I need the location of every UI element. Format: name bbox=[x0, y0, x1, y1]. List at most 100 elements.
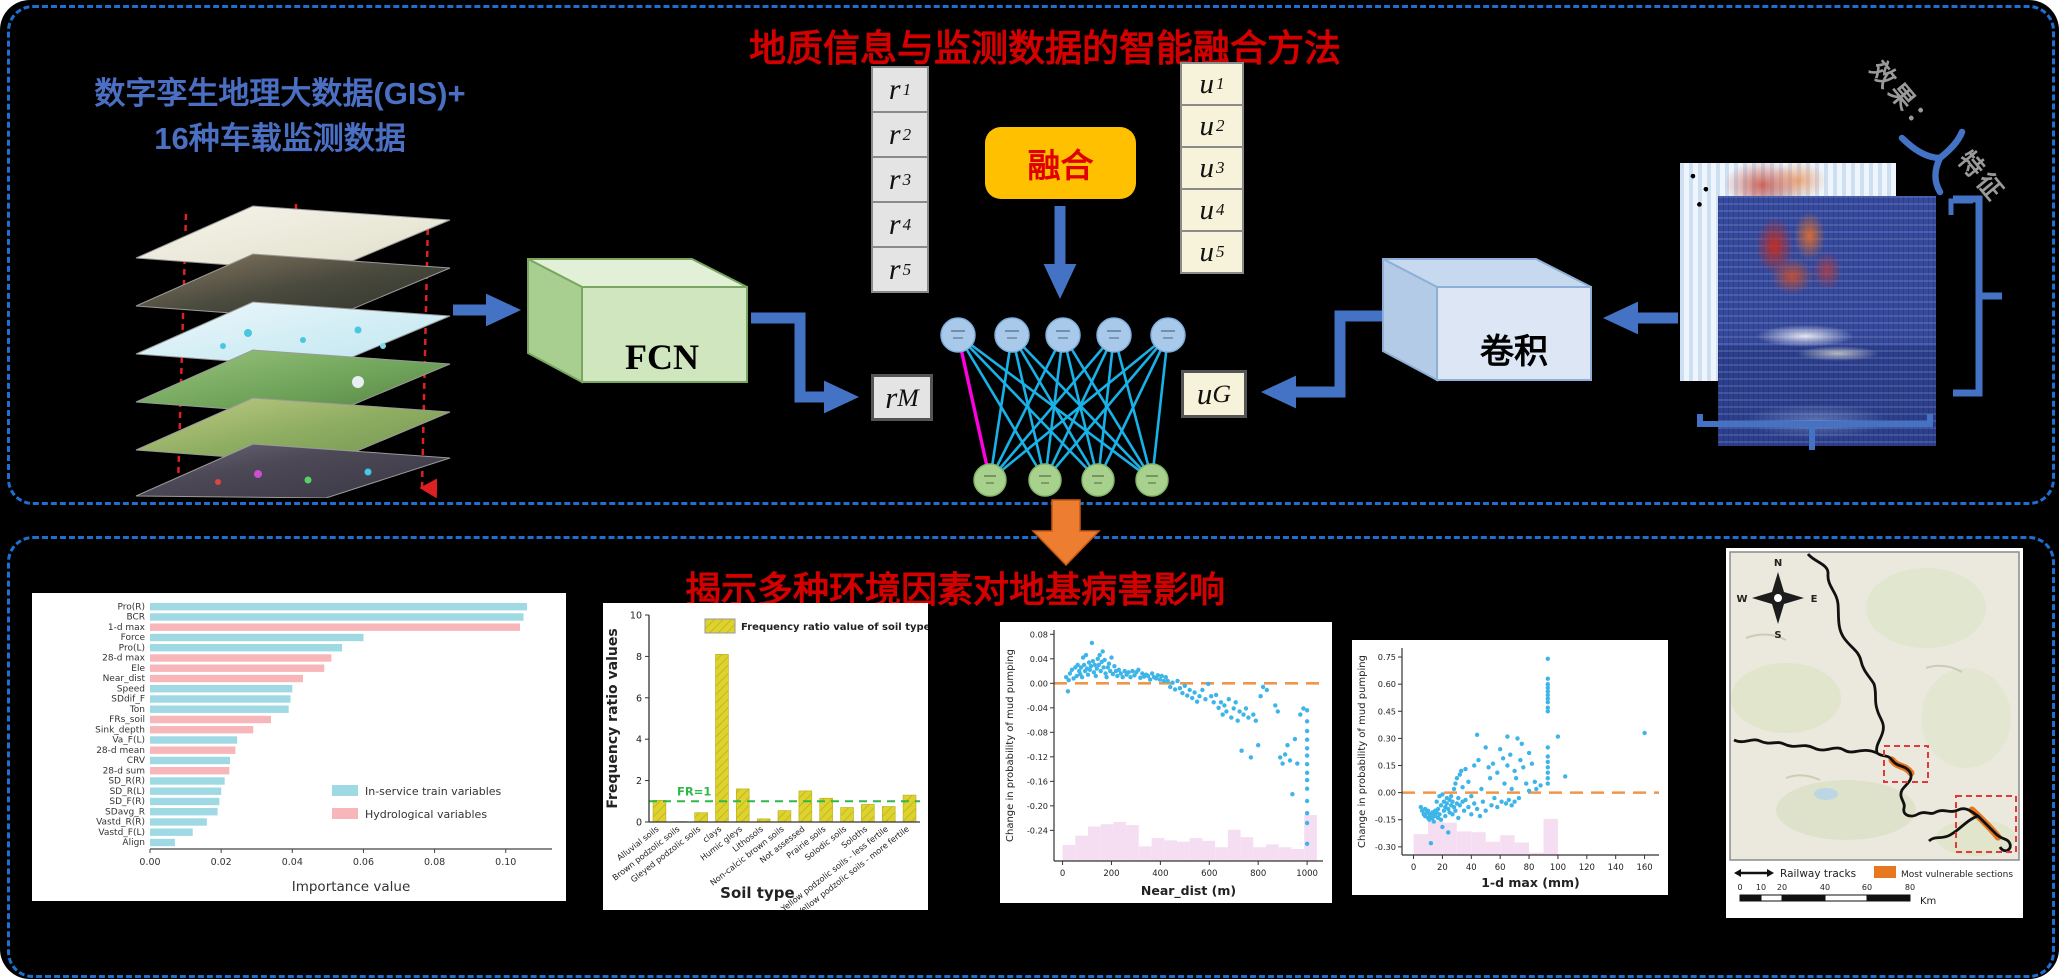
layer-speckles bbox=[215, 326, 386, 485]
svg-text:In-service train variables: In-service train variables bbox=[365, 785, 502, 798]
svg-text:Pro(L): Pro(L) bbox=[119, 643, 145, 653]
svg-text:Importance value: Importance value bbox=[292, 879, 411, 895]
svg-text:40: 40 bbox=[1466, 863, 1477, 873]
svg-text:8: 8 bbox=[636, 652, 642, 663]
svg-text:Va_F(L): Va_F(L) bbox=[112, 736, 145, 746]
svg-text:0.45: 0.45 bbox=[1378, 706, 1396, 716]
svg-text:40: 40 bbox=[1820, 883, 1830, 892]
svg-text:-0.08: -0.08 bbox=[1027, 727, 1048, 737]
svg-text:2: 2 bbox=[636, 776, 642, 787]
svg-text:0.02: 0.02 bbox=[211, 857, 232, 868]
svg-text:120: 120 bbox=[1579, 863, 1595, 873]
svg-text:SDdif_F: SDdif_F bbox=[111, 695, 145, 705]
svg-text:Near_dist: Near_dist bbox=[103, 674, 146, 684]
svg-text:-0.30: -0.30 bbox=[1375, 842, 1396, 852]
svg-text:0.00: 0.00 bbox=[1030, 678, 1048, 688]
svg-text:0.06: 0.06 bbox=[353, 857, 374, 868]
svg-text:E: E bbox=[1811, 594, 1818, 605]
svg-text:800: 800 bbox=[1250, 869, 1266, 879]
svg-text:0.00: 0.00 bbox=[139, 857, 160, 868]
svg-text:160: 160 bbox=[1636, 863, 1652, 873]
svg-text:0.08: 0.08 bbox=[424, 857, 445, 868]
near-dist-scatter-chart: 0.08 0.04 0.00 -0.04 -0.08 -0.12 -0.16 -… bbox=[1005, 629, 1323, 899]
svg-text:Frequency ratio value of soil: Frequency ratio value of soil type bbox=[741, 622, 928, 633]
svg-text:0.60: 0.60 bbox=[1378, 679, 1396, 689]
svg-text:SD_F(R): SD_F(R) bbox=[109, 797, 145, 807]
convolution-label: 卷积 bbox=[1480, 333, 1548, 371]
svg-text:1000: 1000 bbox=[1296, 869, 1318, 879]
railway-map: N W E S Railway tracks Most vulnerable s… bbox=[1726, 548, 2023, 918]
top-section-title: 地质信息与监测数据的智能融合方法 bbox=[749, 28, 1341, 69]
svg-text:28-d max: 28-d max bbox=[102, 654, 146, 664]
railway-map-panel: N W E S Railway tracks Most vulnerable s… bbox=[1726, 548, 2023, 918]
svg-text:60: 60 bbox=[1495, 863, 1506, 873]
gis-layer-stack bbox=[135, 203, 451, 498]
svg-text:-0.24: -0.24 bbox=[1027, 825, 1048, 835]
svg-text:80: 80 bbox=[1905, 883, 1915, 892]
neural-network bbox=[940, 317, 1186, 497]
svg-text:Near_dist (m): Near_dist (m) bbox=[1141, 883, 1236, 899]
gis-data-label: 数字孪生地理大数据(GIS)+ 16种车载监测数据 bbox=[30, 72, 530, 162]
svg-text:Speed: Speed bbox=[117, 684, 145, 694]
svg-text:SDavg_R: SDavg_R bbox=[105, 807, 145, 817]
svg-text:400: 400 bbox=[1152, 869, 1168, 879]
svg-text:Ele: Ele bbox=[131, 664, 145, 674]
svg-text:1-d max (mm): 1-d max (mm) bbox=[1481, 875, 1580, 890]
bottom-panel-border bbox=[7, 536, 2055, 978]
svg-text:0.04: 0.04 bbox=[282, 857, 303, 868]
svg-text:Change in probability of mud p: Change in probability of mud pumping bbox=[1357, 655, 1368, 848]
svg-text:0: 0 bbox=[1060, 869, 1065, 879]
svg-text:Frequency ratio values: Frequency ratio values bbox=[605, 628, 621, 808]
svg-text:CRV: CRV bbox=[127, 756, 146, 766]
svg-text:-0.15: -0.15 bbox=[1375, 815, 1396, 825]
fcn-label: FCN bbox=[625, 337, 699, 377]
fcn-box: FCN bbox=[527, 257, 749, 384]
svg-text:10: 10 bbox=[1756, 883, 1766, 892]
one-d-max-scatter-chart: 0.75 0.60 0.45 0.30 0.15 0.00 -0.15 -0.3… bbox=[1357, 648, 1659, 890]
map-layer-geology bbox=[135, 443, 451, 498]
svg-text:28-d sum: 28-d sum bbox=[103, 766, 145, 776]
svg-text:-0.20: -0.20 bbox=[1027, 801, 1048, 811]
svg-text:0.15: 0.15 bbox=[1378, 761, 1396, 771]
svg-text:Soil type: Soil type bbox=[720, 884, 794, 902]
fusion-box: 融合 bbox=[985, 127, 1136, 199]
svg-text:0: 0 bbox=[636, 818, 642, 829]
top-panel-border bbox=[7, 5, 2055, 505]
svg-text:Vastd_F(L): Vastd_F(L) bbox=[98, 828, 145, 838]
compass-rose: N W E S bbox=[1736, 558, 1817, 641]
svg-text:-0.12: -0.12 bbox=[1027, 752, 1048, 762]
svg-text:0: 0 bbox=[1411, 863, 1416, 873]
svg-text:4: 4 bbox=[636, 735, 642, 746]
svg-text:60: 60 bbox=[1862, 883, 1872, 892]
gis-data-label-line2: 16种车载监测数据 bbox=[154, 120, 406, 156]
svg-text:Sink_depth: Sink_depth bbox=[95, 725, 145, 735]
svg-text:Vastd_R(R): Vastd_R(R) bbox=[96, 818, 145, 828]
svg-text:Hydrological variables: Hydrological variables bbox=[365, 808, 487, 821]
svg-text:0.08: 0.08 bbox=[1030, 629, 1048, 639]
svg-text:SD_R(L): SD_R(L) bbox=[110, 787, 145, 797]
svg-text:W: W bbox=[1736, 594, 1747, 605]
svg-text:FR=1: FR=1 bbox=[677, 784, 711, 798]
svg-text:-0.04: -0.04 bbox=[1027, 703, 1048, 713]
svg-text:Ton: Ton bbox=[129, 705, 145, 715]
svg-text:0: 0 bbox=[1737, 883, 1742, 892]
svg-text:600: 600 bbox=[1201, 869, 1217, 879]
